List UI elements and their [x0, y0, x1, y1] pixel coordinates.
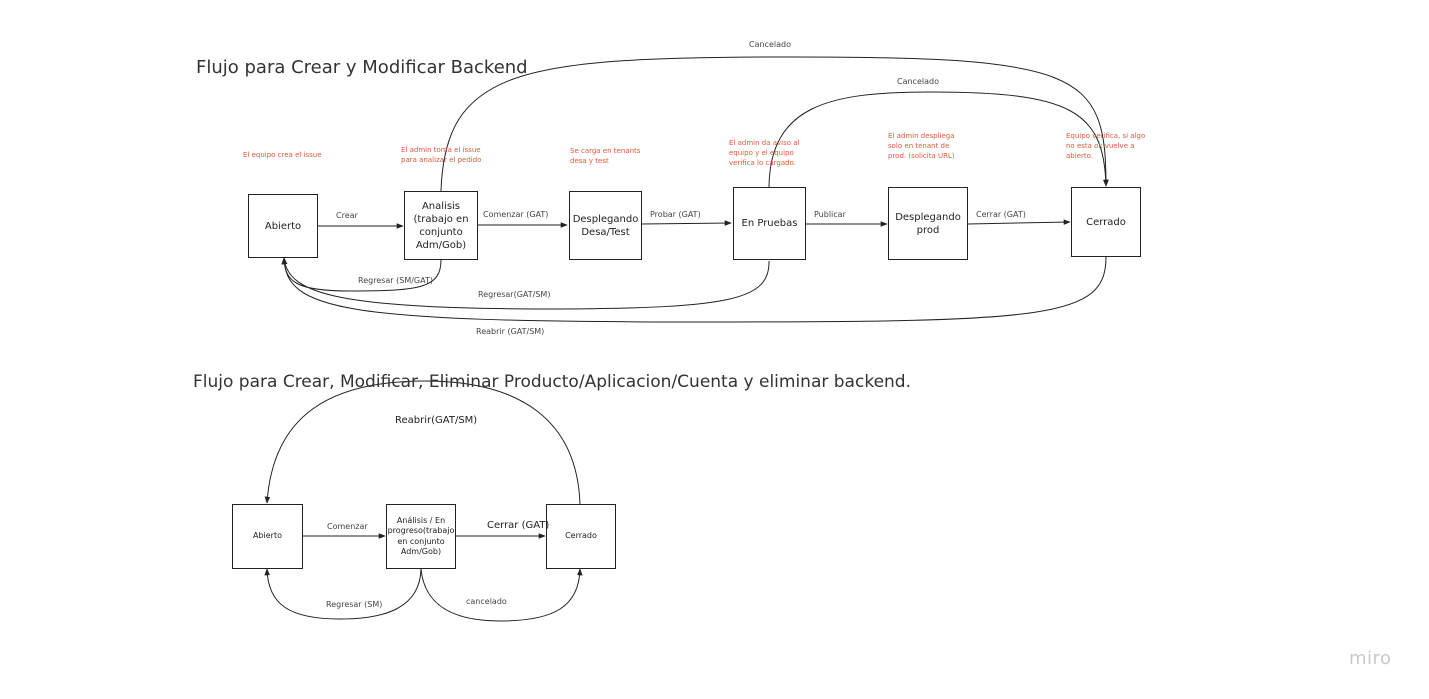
note-abierto: El equipo crea el issue [243, 151, 322, 159]
edge-probar-gat[interactable] [641, 220, 732, 226]
state-analisis-label: Analisis (trabajo en conjunto Adm/Gob) [413, 200, 469, 251]
state-en-pruebas-label: En Pruebas [741, 218, 798, 229]
label-probar-gat: Probar (GAT) [650, 210, 701, 219]
label-cerrar-gat: Cerrar (GAT) [976, 210, 1026, 219]
label2-comenzar: Comenzar [327, 522, 368, 531]
label2-reabrir-gat-sm: Reabrir(GAT/SM) [395, 415, 478, 426]
note-cerrado: Equipo verifica, si algo no esta ok vuel… [1066, 132, 1146, 161]
state2-cerrado-label: Cerrado [565, 531, 597, 541]
edge2-reabrir[interactable] [264, 380, 581, 505]
flow2-title: Flujo para Crear, Modificar, Eliminar Pr… [193, 372, 911, 392]
edge-reabrir[interactable] [281, 256, 1107, 323]
state-cerrado[interactable]: Cerrado [1071, 187, 1141, 257]
label2-cerrar-gat: Cerrar (GAT) [487, 520, 550, 531]
label-crear: Crear [336, 211, 358, 220]
state-desplegando-prod[interactable]: Desplegando prod [888, 187, 968, 260]
state-desplegando-desa[interactable]: Desplegando Desa/Test [569, 191, 642, 260]
edge2-cancelado[interactable] [420, 568, 583, 622]
state2-abierto-label: Abierto [252, 531, 282, 541]
state-en-pruebas[interactable]: En Pruebas [733, 187, 806, 260]
edge-cancelado-top[interactable] [440, 56, 1109, 192]
miro-logo: miro [1349, 648, 1392, 669]
edge2-regresar-sm[interactable] [264, 568, 422, 620]
label-cancelado-mid: Cancelado [897, 77, 939, 86]
label2-regresar-sm: Regresar (SM) [326, 600, 383, 609]
state2-analisis[interactable]: Análisis / En progreso(trabajo en conjun… [386, 504, 456, 569]
state-desplegando-desa-label: Desplegando Desa/Test [572, 213, 639, 238]
state-desplegando-prod-label: Desplegando prod [895, 211, 961, 236]
edge-cancelado-mid[interactable] [768, 91, 1109, 188]
note-desplegando-desa: Se carga en tenants desa y test [570, 147, 641, 166]
label-reabrir-gat-sm: Reabrir (GAT/SM) [476, 327, 545, 336]
label2-cancelado: cancelado [466, 597, 507, 606]
note-analisis: El admin toma el issue para analizar el … [401, 146, 482, 165]
state-abierto-label: Abierto [264, 220, 302, 232]
state2-analisis-label: Análisis / En progreso(trabajo en conjun… [387, 515, 455, 556]
note-en-pruebas: El admin da aviso al equipo y el equipo … [729, 139, 800, 168]
label-publicar: Publicar [814, 210, 846, 219]
label-comenzar-gat: Comenzar (GAT) [483, 210, 549, 219]
state-abierto[interactable]: Abierto [248, 194, 318, 258]
flow1-title: Flujo para Crear y Modificar Backend [196, 57, 528, 78]
state2-abierto[interactable]: Abierto [232, 504, 303, 569]
note-desplegando-prod: El admin despliega solo en tenant de pro… [888, 132, 955, 161]
edge-regresar-gat-sm[interactable] [281, 257, 770, 310]
state-analisis[interactable]: Analisis (trabajo en conjunto Adm/Gob) [404, 191, 478, 260]
state-cerrado-label: Cerrado [1086, 216, 1126, 228]
state2-cerrado[interactable]: Cerrado [546, 504, 616, 569]
label-regresar-gat-sm: Regresar(GAT/SM) [478, 290, 551, 299]
label-cancelado-top: Cancelado [749, 40, 791, 49]
label-regresar-sm-gat: Regresar (SM/GAT) [358, 276, 433, 285]
edge-cerrar-gat[interactable] [967, 219, 1071, 225]
edge-regresar-sm-gat[interactable] [281, 257, 442, 292]
